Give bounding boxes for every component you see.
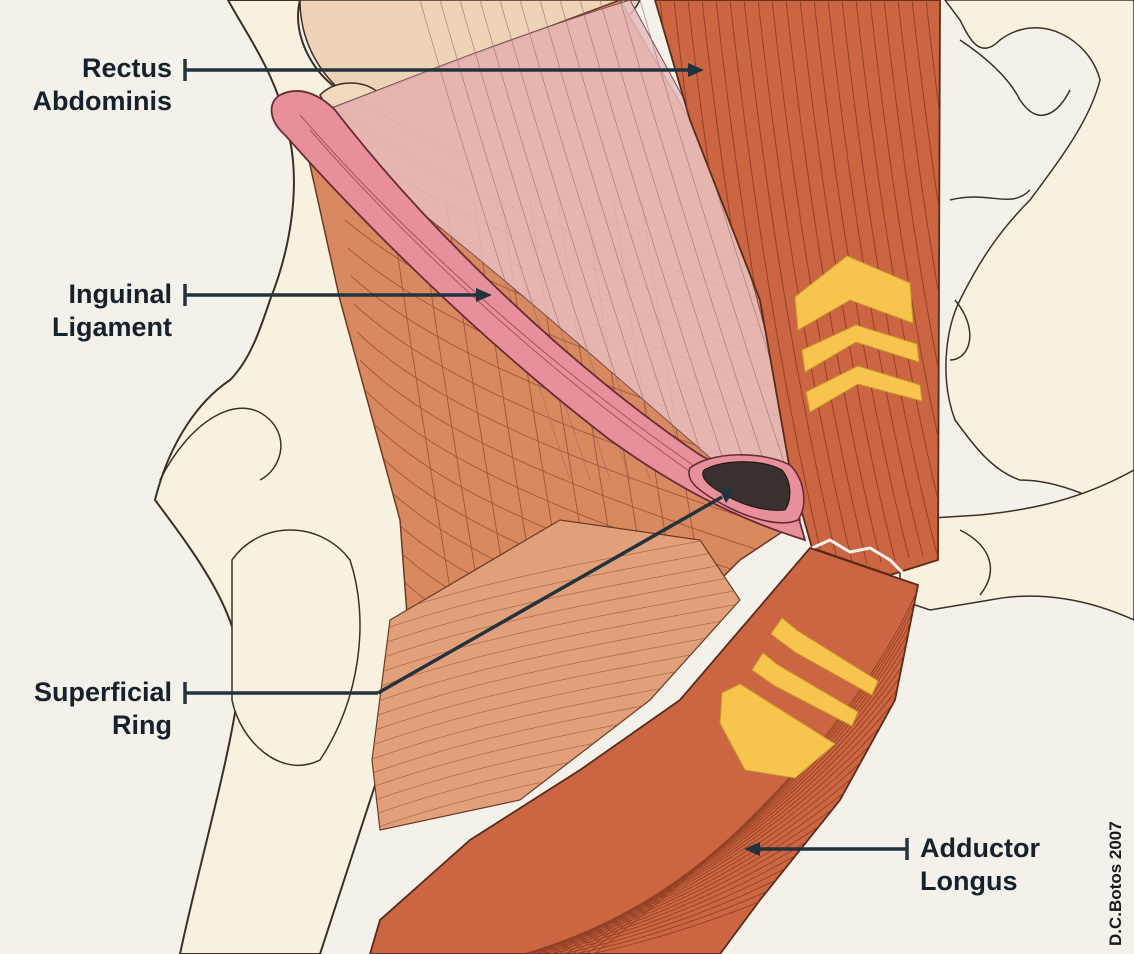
label-adductor-longus-line-2: Longus [920,865,1070,898]
artist-credit: D.C.Botos 2007 [1106,821,1126,946]
label-rectus-abdominis: Rectus Abdominis [14,52,172,118]
label-adductor-longus-line-1: Adductor [920,832,1070,865]
spine-bones [945,0,1134,520]
label-inguinal-ligament-line-2: Ligament [14,311,172,344]
label-rectus-abdominis-line-1: Rectus [14,52,172,85]
label-superficial-ring-line-2: Ring [10,709,172,742]
label-adductor-longus: Adductor Longus [920,832,1070,898]
label-inguinal-ligament: Inguinal Ligament [14,278,172,344]
label-inguinal-ligament-line-1: Inguinal [14,278,172,311]
label-superficial-ring: Superficial Ring [10,676,172,742]
label-superficial-ring-line-1: Superficial [10,676,172,709]
label-rectus-abdominis-line-2: Abdominis [14,85,172,118]
